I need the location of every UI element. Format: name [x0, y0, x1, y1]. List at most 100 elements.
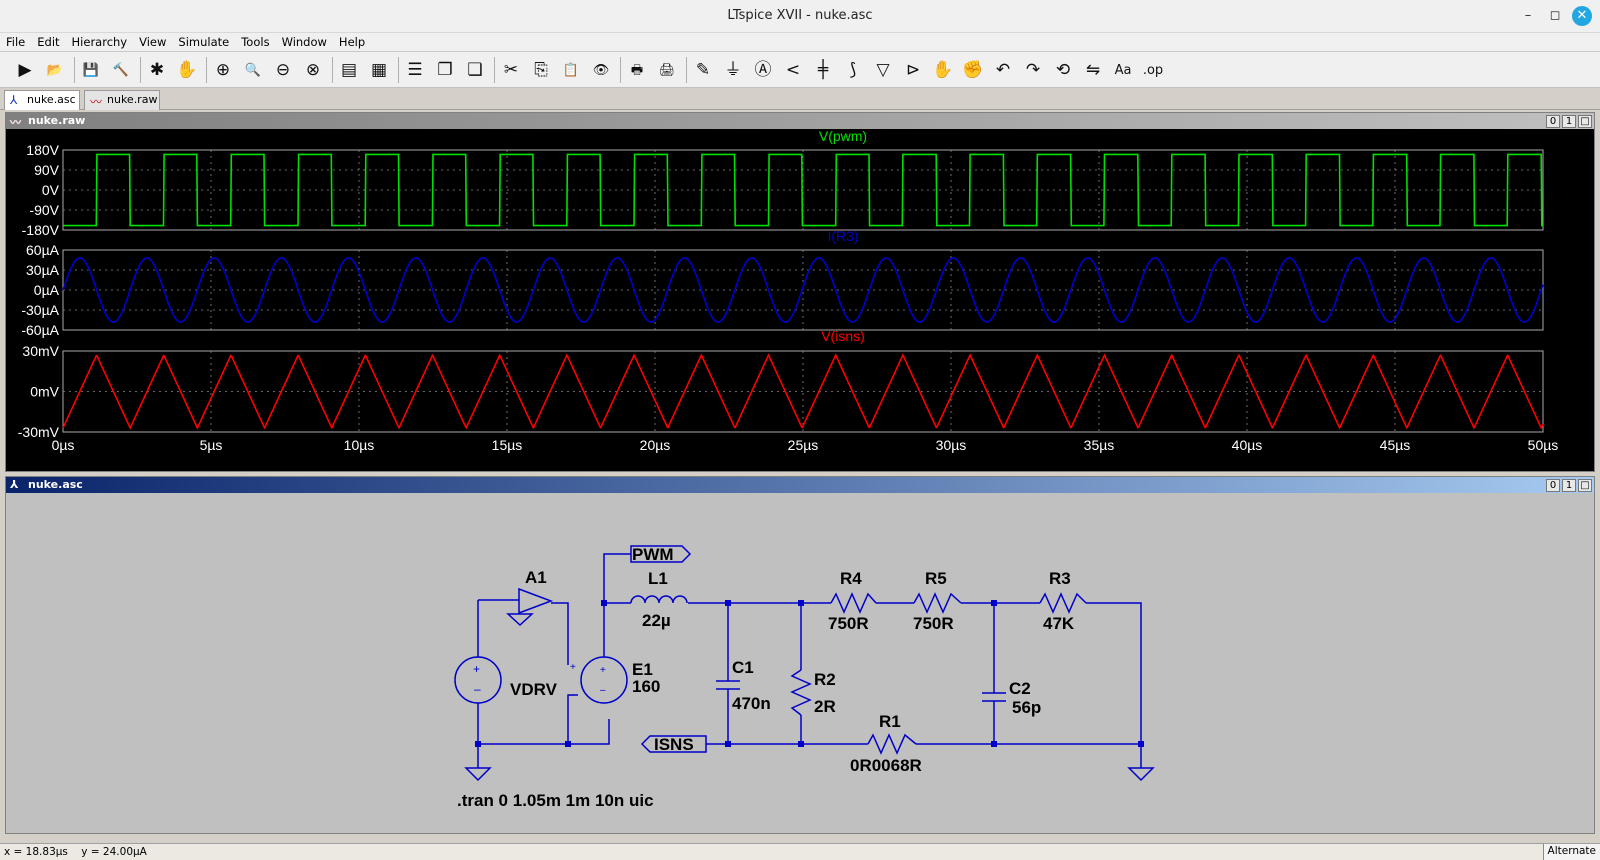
x-tick-label: 50µs: [1528, 437, 1559, 453]
rotate-button[interactable]: ⟲: [1055, 59, 1071, 80]
waveform-icon: 〰: [10, 116, 21, 129]
e1-label: E1: [632, 660, 653, 679]
paste-button[interactable]: 📋: [562, 62, 580, 78]
capacitor-button[interactable]: ╪: [817, 59, 829, 80]
x-tick-label: 20µs: [640, 437, 671, 453]
tab-nuke-raw[interactable]: 〰 nuke.raw: [84, 90, 160, 110]
resistor-button[interactable]: <: [785, 59, 801, 80]
menu-file[interactable]: File: [6, 35, 26, 49]
grid-button[interactable]: ▦: [370, 59, 388, 80]
halt-button[interactable]: ✱: [149, 59, 165, 80]
menu-edit[interactable]: Edit: [37, 35, 60, 49]
maximize-button[interactable]: ◻: [1549, 8, 1561, 23]
status-bar: x = 18.83µs y = 24.00µA Alternate: [0, 843, 1600, 860]
menu-hierarchy[interactable]: Hierarchy: [71, 35, 128, 49]
toolbar-separator: [74, 57, 75, 83]
diode-button[interactable]: ▽: [876, 59, 890, 80]
r2-label: R2: [814, 670, 836, 689]
menu-view[interactable]: View: [139, 35, 167, 49]
draw-wire-button[interactable]: ✎: [695, 59, 711, 80]
menu-help[interactable]: Help: [338, 35, 366, 49]
e1-value: 160: [632, 677, 660, 696]
zoom-out-button[interactable]: ⊖: [275, 59, 291, 80]
y-tick-label: -60µA: [21, 322, 59, 338]
schematic-window-title: nuke.asc: [28, 478, 83, 491]
pane-maximize-button[interactable]: □: [1578, 479, 1592, 492]
pane-minimize-button[interactable]: 0: [1546, 115, 1560, 128]
tab-nuke-asc[interactable]: ⅄ nuke.asc: [4, 90, 80, 110]
open-button[interactable]: 📂: [46, 62, 64, 78]
menu-simulate[interactable]: Simulate: [178, 35, 230, 49]
l1-value: 22µ: [642, 611, 671, 630]
pan-button[interactable]: ✋: [176, 59, 198, 80]
text-button[interactable]: Aa: [1114, 62, 1132, 78]
x-tick-label: 35µs: [1084, 437, 1115, 453]
toolbar-separator: [398, 57, 399, 83]
redo-button[interactable]: ↷: [1025, 59, 1041, 80]
y-tick-label: 30mV: [22, 343, 59, 359]
spice-directive-button[interactable]: .op: [1142, 62, 1164, 78]
a1-label: A1: [525, 568, 547, 587]
pane-restore-button[interactable]: 1: [1562, 115, 1576, 128]
save-button[interactable]: 💾: [82, 62, 100, 78]
y-tick-label: -30mV: [18, 424, 60, 440]
tab-label: nuke.raw: [107, 93, 158, 106]
cascade-button[interactable]: ❐: [437, 59, 453, 80]
ground-button[interactable]: ⏚: [724, 59, 742, 80]
zoom-pan-button[interactable]: 🔍: [244, 62, 262, 78]
undo-button[interactable]: ↶: [995, 59, 1011, 80]
svg-text:–: –: [569, 690, 575, 701]
component-button[interactable]: ⊳: [905, 59, 921, 80]
svg-text:+: +: [473, 662, 480, 676]
zoom-fit-button[interactable]: ⊗: [305, 59, 321, 80]
schematic-canvas[interactable]: +– +– +– A1 VDRV E1 160 PWM L1 22µ C1 47…: [6, 493, 1594, 833]
label-net-button[interactable]: Ⓐ: [754, 59, 772, 80]
c2-value: 56p: [1012, 698, 1041, 717]
print-setup-button[interactable]: 🖨: [658, 62, 676, 78]
tile-horizontal-button[interactable]: ☰: [407, 59, 423, 80]
control-panel-button[interactable]: 🔨: [112, 62, 130, 78]
vdrv-label: VDRV: [510, 680, 558, 699]
cursor-coordinates: x = 18.83µs y = 24.00µA: [4, 846, 147, 858]
menu-tools[interactable]: Tools: [241, 35, 270, 49]
copy-button[interactable]: ⎘: [534, 59, 548, 80]
y-tick-label: 0mV: [30, 384, 59, 400]
isns-net-label: [640, 735, 707, 753]
wires: [477, 553, 1142, 768]
zoom-in-button[interactable]: ⊕: [215, 59, 231, 80]
toolbar-separator: [620, 57, 621, 83]
l1-inductor: [630, 595, 688, 604]
move-button[interactable]: ✋: [932, 59, 954, 80]
spice-directive[interactable]: .tran 0 1.05m 1m 10n uic: [457, 791, 654, 810]
x-tick-label: 0µs: [52, 437, 75, 453]
close-button[interactable]: ✕: [1572, 6, 1592, 26]
mirror-button[interactable]: ⇋: [1085, 59, 1101, 80]
trace-label: V(isns): [821, 328, 865, 344]
c1-value: 470n: [732, 694, 771, 713]
inductor-button[interactable]: ⟆: [849, 59, 857, 80]
run-button[interactable]: ▶: [18, 59, 32, 80]
print-button[interactable]: 🖶: [630, 62, 644, 78]
document-tabs: ⅄ nuke.asc 〰 nuke.raw: [0, 88, 1600, 110]
waveform-plot[interactable]: 180V90V0V-90V-180VV(pwm)60µA30µA0µA-30µA…: [6, 129, 1594, 471]
cut-button[interactable]: ✂: [503, 59, 519, 80]
x-tick-label: 45µs: [1380, 437, 1411, 453]
minimize-button[interactable]: –: [1524, 8, 1532, 23]
autorange-button[interactable]: ▤: [340, 59, 358, 80]
drag-button[interactable]: ✊: [962, 59, 984, 80]
find-button[interactable]: 👁: [592, 62, 610, 78]
x-tick-label: 5µs: [200, 437, 223, 453]
tile-vertical-button[interactable]: ❏: [467, 59, 483, 80]
menu-window[interactable]: Window: [281, 35, 327, 49]
trace-vpwm: [63, 153, 1543, 227]
pane-maximize-button[interactable]: □: [1578, 115, 1592, 128]
waveform-icon: 〰: [90, 95, 103, 109]
toolbar-separator: [140, 57, 141, 83]
c1-label: C1: [732, 658, 754, 677]
pane-minimize-button[interactable]: 0: [1546, 479, 1560, 492]
pane-restore-button[interactable]: 1: [1562, 479, 1576, 492]
